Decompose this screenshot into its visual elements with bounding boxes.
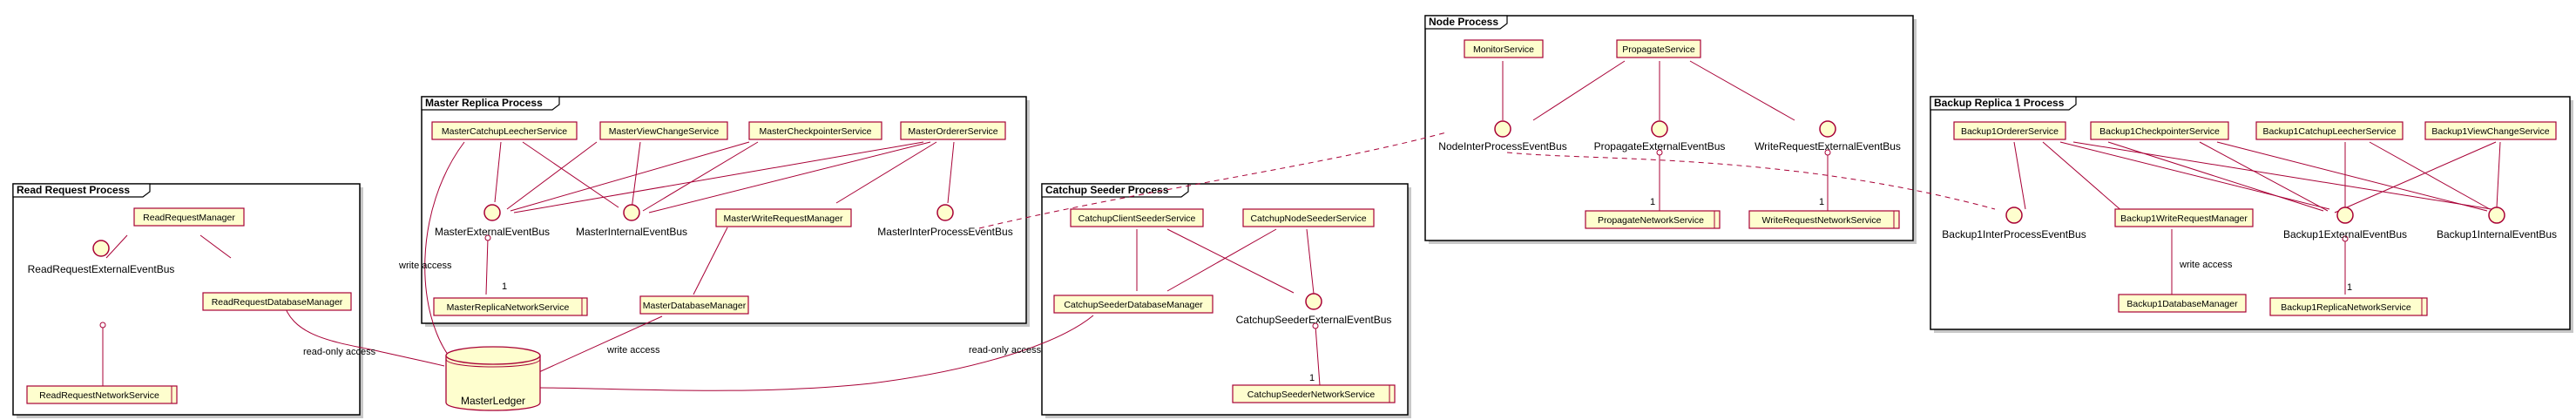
multiplicity-label: 1	[2347, 282, 2352, 293]
svg-text:MasterReplicaNetworkService: MasterReplicaNetworkService	[447, 302, 570, 313]
frame-title: Backup Replica 1 Process	[1934, 97, 2065, 109]
interface-label: CatchupSeederExternalEventBus	[1236, 314, 1392, 326]
interface-label: Backup1ExternalEventBus	[2283, 228, 2407, 240]
interface-circle-icon	[936, 204, 954, 221]
database-label: MasterLedger	[461, 395, 525, 407]
component-catchup-node-seeder-service[interactable]: CatchupNodeSeederService	[1242, 208, 1375, 227]
components: ReadRequestManager ReadRequestDatabaseMa…	[26, 39, 2557, 404]
interface-label: MasterInterProcessEventBus	[877, 226, 1012, 238]
component-propagate-service[interactable]: PropagateService	[1616, 39, 1701, 58]
component-master-orderer-service[interactable]: MasterOrdererService	[900, 121, 1006, 140]
svg-text:MonitorService: MonitorService	[1473, 44, 1534, 55]
component-propagate-network-service[interactable]: PropagateNetworkService	[1585, 210, 1721, 229]
interface-circle-icon	[1494, 120, 1511, 138]
svg-text:CatchupClientSeederService: CatchupClientSeederService	[1078, 213, 1196, 224]
svg-text:MasterCheckpointerService: MasterCheckpointerService	[760, 126, 872, 137]
component-backup1-replica-network-service[interactable]: Backup1ReplicaNetworkService	[2269, 297, 2428, 316]
svg-text:Backup1ViewChangeService: Backup1ViewChangeService	[2431, 126, 2549, 137]
interface-circle-icon	[92, 240, 110, 257]
svg-text:PropagateNetworkService: PropagateNetworkService	[1598, 215, 1704, 226]
interface-label: WriteRequestExternalEventBus	[1755, 140, 1901, 152]
interface-label: Backup1InterProcessEventBus	[1942, 228, 2086, 240]
component-read-request-database-manager[interactable]: ReadRequestDatabaseManager	[202, 292, 352, 311]
svg-text:ReadRequestDatabaseManager: ReadRequestDatabaseManager	[212, 297, 343, 308]
interface-circle-icon	[623, 204, 640, 221]
component-read-request-manager[interactable]: ReadRequestManager	[133, 207, 245, 227]
svg-text:CatchupSeederNetworkService: CatchupSeederNetworkService	[1247, 390, 1376, 400]
svg-text:ReadRequestManager: ReadRequestManager	[143, 213, 235, 223]
component-backup1-database-manager[interactable]: Backup1DatabaseManager	[2118, 294, 2247, 313]
interface-circle-icon	[2488, 207, 2505, 224]
interface-circle-icon	[2005, 207, 2023, 224]
interface-label: MasterInternalEventBus	[576, 226, 687, 238]
frame-title: Node Process	[1429, 16, 1498, 28]
frame-title: Master Replica Process	[425, 97, 543, 109]
interface-label: MasterExternalEventBus	[435, 226, 550, 238]
edge-label: write access	[398, 261, 452, 271]
edge-label: read-only access	[303, 347, 376, 357]
edges	[99, 60, 2501, 396]
edge-label: write access	[2179, 260, 2233, 270]
component-write-request-network-service[interactable]: WriteRequestNetworkService	[1748, 210, 1900, 229]
component-backup1-orderer-service[interactable]: Backup1OrdererService	[1953, 121, 2066, 140]
component-read-request-network-service[interactable]: ReadRequestNetworkService	[26, 385, 178, 404]
component-master-write-request-manager[interactable]: MasterWriteRequestManager	[715, 208, 852, 227]
component-monitor-service[interactable]: MonitorService	[1464, 39, 1544, 58]
component-master-checkpointer-service[interactable]: MasterCheckpointerService	[748, 121, 882, 140]
svg-text:Backup1WriteRequestManager: Backup1WriteRequestManager	[2120, 213, 2248, 224]
interface-circle-icon	[1305, 293, 1322, 310]
svg-text:Backup1CatchupLeecherService: Backup1CatchupLeecherService	[2263, 126, 2397, 137]
component-catchup-seeder-database-manager[interactable]: CatchupSeederDatabaseManager	[1053, 295, 1214, 314]
svg-text:MasterCatchupLeecherService: MasterCatchupLeecherService	[442, 126, 567, 137]
svg-text:MasterDatabaseManager: MasterDatabaseManager	[643, 301, 747, 311]
database-master-ledger[interactable]: MasterLedger	[445, 346, 541, 411]
component-catchup-seeder-network-service[interactable]: CatchupSeederNetworkService	[1232, 384, 1396, 403]
frame-title: Catchup Seeder Process	[1045, 184, 1169, 196]
svg-text:ReadRequestNetworkService: ReadRequestNetworkService	[39, 390, 159, 401]
svg-text:CatchupSeederDatabaseManager: CatchupSeederDatabaseManager	[1064, 300, 1203, 310]
component-backup1-view-change-service[interactable]: Backup1ViewChangeService	[2424, 121, 2557, 140]
multiplicity-label: 1	[1650, 197, 1655, 207]
multiplicity-label: 1	[1819, 197, 1824, 207]
component-backup1-catchup-leecher-service[interactable]: Backup1CatchupLeecherService	[2255, 121, 2404, 140]
interface-label: Backup1InternalEventBus	[2437, 228, 2557, 240]
multiplicity-label: 1	[1309, 373, 1315, 383]
interface-circle-icon	[483, 204, 501, 221]
component-backup1-checkpointer-service[interactable]: Backup1CheckpointerService	[2090, 121, 2229, 140]
edge-labels: read-only access write access write acce…	[303, 197, 2352, 383]
svg-text:Backup1OrdererService: Backup1OrdererService	[1961, 126, 2059, 137]
interface-label: PropagateExternalEventBus	[1594, 140, 1726, 152]
interface-label: NodeInterProcessEventBus	[1438, 140, 1566, 152]
interface-circle-icon	[2336, 207, 2354, 224]
svg-text:WriteRequestNetworkService: WriteRequestNetworkService	[1762, 215, 1882, 226]
frame-title: Read Request Process	[17, 184, 130, 196]
svg-text:PropagateService: PropagateService	[1622, 44, 1695, 55]
svg-text:Backup1DatabaseManager: Backup1DatabaseManager	[2126, 299, 2238, 309]
component-master-catchup-leecher-service[interactable]: MasterCatchupLeecherService	[431, 121, 578, 140]
component-master-view-change-service[interactable]: MasterViewChangeService	[599, 121, 728, 140]
interface-label: ReadRequestExternalEventBus	[28, 263, 175, 275]
edge-label: read-only access	[969, 345, 1042, 356]
component-backup1-write-request-manager[interactable]: Backup1WriteRequestManager	[2114, 208, 2254, 227]
svg-text:MasterWriteRequestManager: MasterWriteRequestManager	[724, 213, 843, 224]
component-master-database-manager[interactable]: MasterDatabaseManager	[639, 295, 749, 315]
svg-text:MasterOrdererService: MasterOrdererService	[908, 126, 997, 137]
svg-text:Backup1ReplicaNetworkService: Backup1ReplicaNetworkService	[2281, 302, 2411, 313]
interface-circle-icon	[1819, 120, 1836, 138]
edge-label: write access	[606, 345, 660, 356]
svg-text:CatchupNodeSeederService: CatchupNodeSeederService	[1250, 213, 1366, 224]
component-master-replica-network-service[interactable]: MasterReplicaNetworkService	[433, 297, 588, 316]
interface-circle-icon	[1651, 120, 1668, 138]
svg-text:Backup1CheckpointerService: Backup1CheckpointerService	[2099, 126, 2220, 137]
component-catchup-client-seeder-service[interactable]: CatchupClientSeederService	[1070, 208, 1204, 227]
interfaces: ReadRequestExternalEventBus MasterExtern…	[28, 120, 2557, 326]
multiplicity-label: 1	[502, 281, 507, 292]
svg-text:MasterViewChangeService: MasterViewChangeService	[609, 126, 720, 137]
